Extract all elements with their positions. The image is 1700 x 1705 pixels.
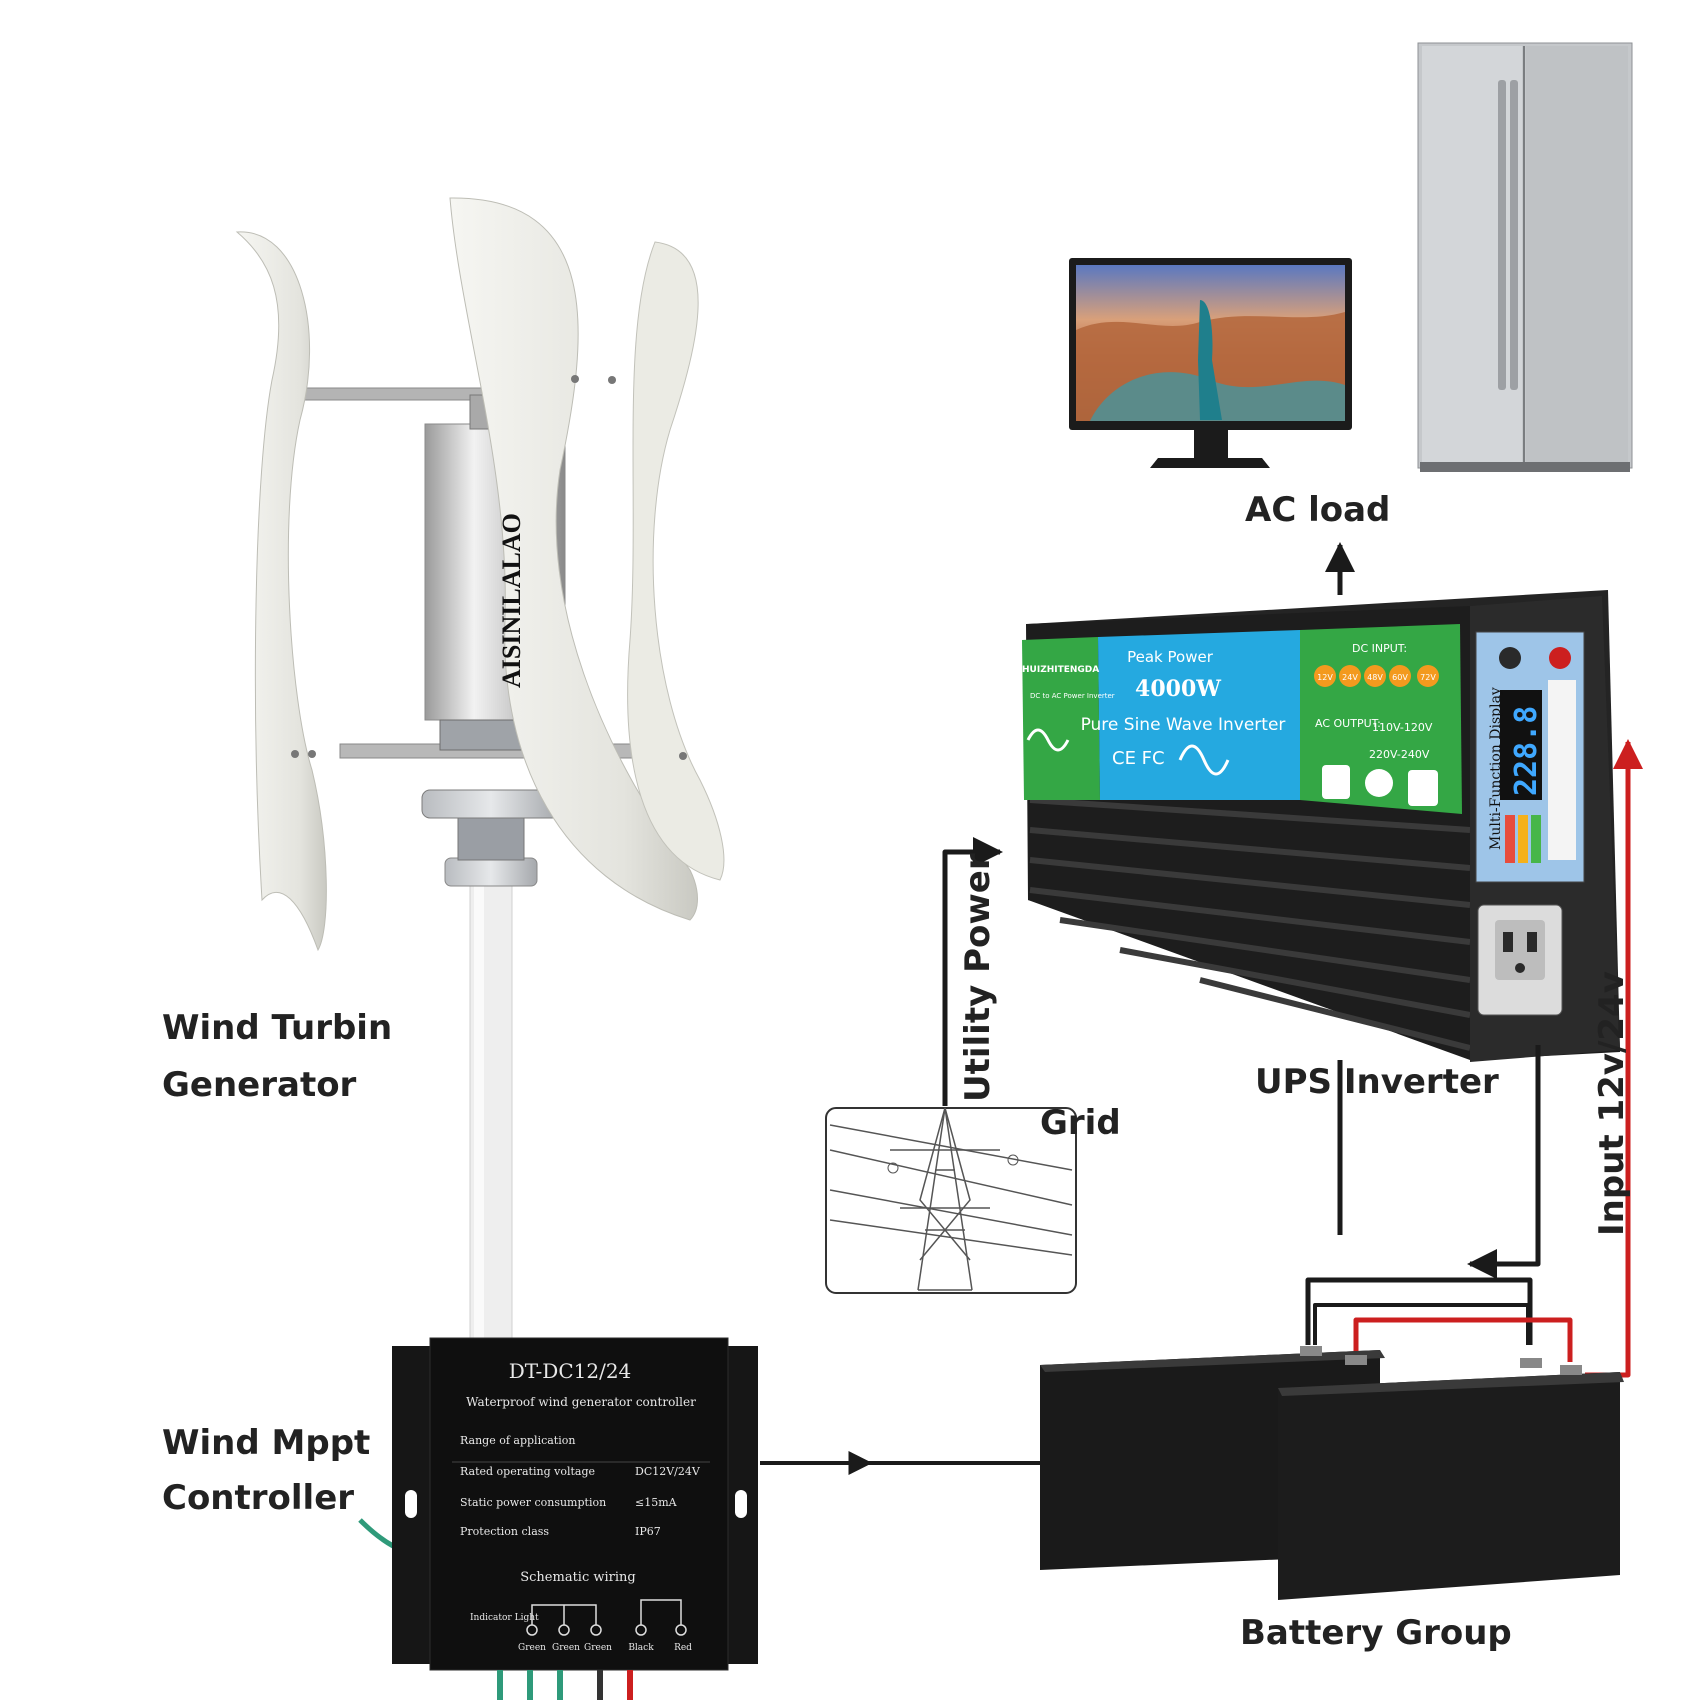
display-title: Multi-Function Display	[1488, 687, 1504, 850]
dc-input-badges: 12V 24V 48V 60V 72V	[1314, 665, 1439, 687]
battery-link-red	[1353, 1317, 1573, 1362]
turbine-brand-text: AISINILALAO	[497, 513, 526, 688]
spec-value-3: IP67	[635, 1525, 661, 1538]
controller-model: DT-DC12/24	[509, 1359, 632, 1383]
label-grid: Grid	[1040, 1103, 1121, 1143]
dc-input-4: 72V	[1420, 673, 1436, 682]
ac-output-0: 110V-120V	[1372, 721, 1433, 734]
display-reading: 228.8	[1509, 706, 1544, 796]
spec-name-1: Rated operating voltage	[460, 1465, 595, 1478]
spec-name-0: Range of application	[460, 1434, 575, 1447]
label-wind-turbine-line1: Wind Turbin	[162, 1008, 393, 1048]
label-utility-power: Utility Power	[958, 853, 998, 1102]
dc-input-1: 24V	[1342, 673, 1358, 682]
label-input-voltage: Input 12v/24v	[1592, 971, 1632, 1236]
indicator-light: Indicator Light	[470, 1613, 539, 1623]
inverter-watts: 4000W	[1135, 676, 1221, 702]
power-grid	[825, 1107, 1077, 1294]
mppt-controller	[358, 1337, 758, 1700]
dc-input-2: 48V	[1367, 673, 1383, 682]
battery-group	[1040, 1346, 1624, 1600]
inverter-peak: Peak Power	[1127, 648, 1214, 666]
turbine-blade-right	[627, 241, 725, 881]
spec-value-2: ≤15mA	[635, 1496, 678, 1509]
inverter-brand: HUIZHITENGDA	[1022, 665, 1099, 675]
terminal-0: Green	[518, 1643, 546, 1653]
label-battery-group: Battery Group	[1240, 1613, 1512, 1653]
inverter-type: DC to AC Power Inverter	[1030, 692, 1115, 700]
refrigerator	[1417, 42, 1633, 472]
spec-value-1: DC12V/24V	[635, 1465, 701, 1478]
wind-turbine: AISINILALAO	[235, 197, 725, 1341]
terminal-1: Green	[552, 1643, 580, 1653]
label-ac-load: AC load	[1245, 490, 1391, 530]
spec-name-2: Static power consumption	[460, 1496, 606, 1509]
ac-output-title: AC OUTPUT:	[1315, 717, 1381, 730]
ac-output-1: 220V-240V	[1369, 748, 1430, 761]
wiring-title: Schematic wiring	[520, 1570, 635, 1585]
ups-inverter	[1022, 590, 1620, 1062]
utility-power-wire	[942, 837, 1003, 1106]
turbine-blade-left	[235, 231, 327, 952]
label-ups-inverter: UPS Inverter	[1255, 1062, 1499, 1102]
tv-monitor	[1069, 258, 1352, 468]
controller-subtitle: Waterproof wind generator controller	[466, 1395, 696, 1409]
terminal-3: Black	[628, 1643, 654, 1653]
label-wind-turbine-line2: Generator	[162, 1065, 357, 1105]
terminal-4: Red	[674, 1643, 692, 1653]
inverter-return-wire	[1467, 1045, 1541, 1279]
dc-input-3: 60V	[1392, 673, 1408, 682]
dc-input-0: 12V	[1317, 673, 1333, 682]
battery-link-black	[1305, 1277, 1533, 1345]
inverter-wave: Pure Sine Wave Inverter	[1081, 715, 1286, 735]
label-controller-line2: Controller	[162, 1478, 355, 1518]
terminal-2: Green	[584, 1643, 612, 1653]
inverter-certs: CE FC	[1112, 748, 1165, 769]
label-controller-line1: Wind Mppt	[162, 1423, 371, 1463]
spec-name-3: Protection class	[460, 1525, 549, 1538]
dc-input-title: DC INPUT:	[1352, 642, 1407, 655]
